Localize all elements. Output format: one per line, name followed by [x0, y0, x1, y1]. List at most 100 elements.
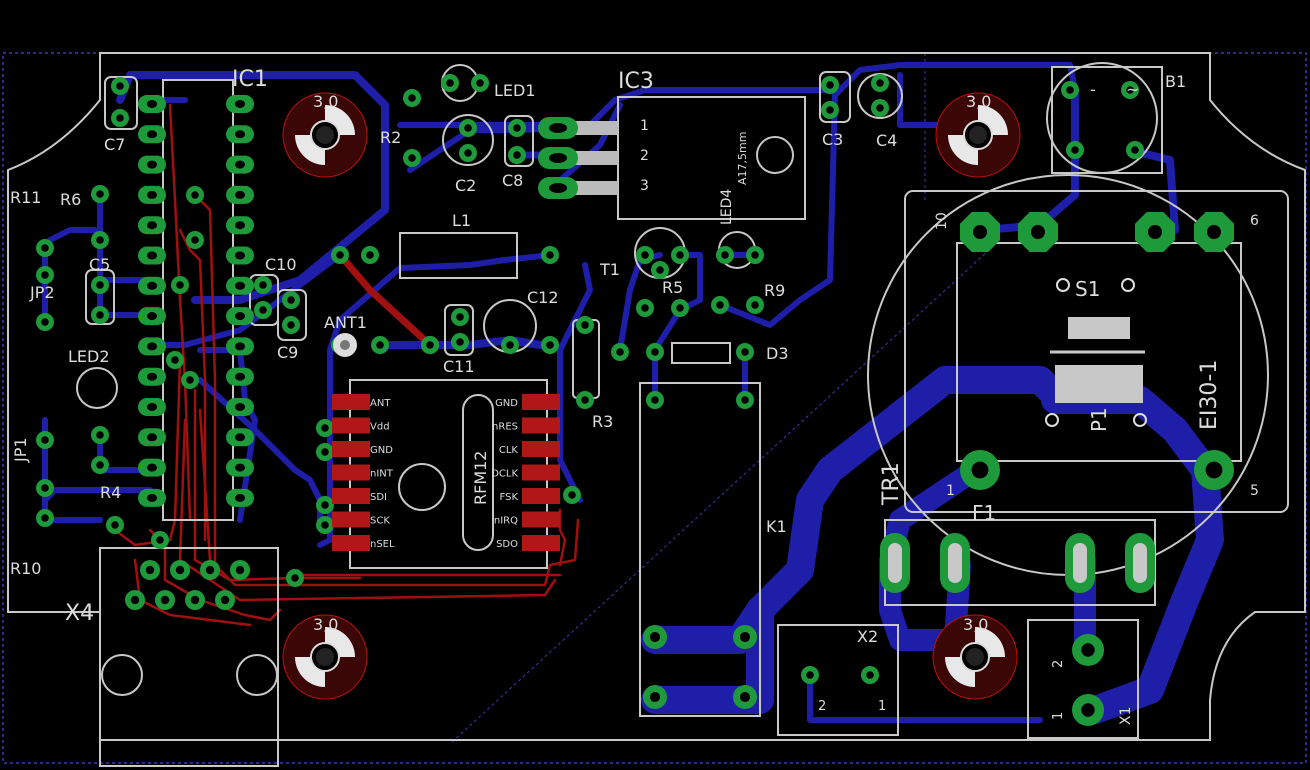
ic1-pad [138, 276, 166, 295]
ic3-pin-3: 3 [640, 178, 649, 194]
pad-2 [91, 185, 109, 203]
label-c11: C11 [443, 357, 475, 376]
pad-31 [451, 333, 469, 351]
x4-pad-1 [170, 560, 190, 580]
rfm12-pin-left: nSEL [370, 539, 395, 550]
pad-27 [254, 301, 272, 319]
pad-16 [441, 74, 459, 92]
label-r2: R2 [380, 128, 401, 147]
pad-38 [576, 316, 594, 334]
pad-62 [1126, 141, 1144, 159]
x1-pin-2: 2 [1051, 660, 1066, 668]
label-c4: C4 [876, 131, 897, 150]
mounting-hole-tr [935, 92, 1021, 178]
label-c10: C10 [265, 255, 297, 274]
rfm12-pin-right: GND [495, 398, 518, 409]
pad-28 [282, 291, 300, 309]
rfm12-pad-left [332, 394, 370, 410]
pad-46 [746, 296, 764, 314]
ic1-outline [162, 79, 234, 521]
x4-pad-0 [140, 560, 160, 580]
ic1-pad [138, 428, 166, 447]
tr1-pin-5: 5 [1250, 483, 1259, 499]
ic1-pad [226, 125, 254, 144]
pad-49 [611, 343, 629, 361]
pad-61 [1066, 141, 1084, 159]
k1-pad-2 [643, 685, 667, 709]
x1-pin-1: 1 [1051, 712, 1066, 720]
rfm12-pad-left [332, 464, 370, 481]
label-r4: R4 [100, 483, 121, 502]
pad-9 [91, 426, 109, 444]
pad-65 [316, 443, 334, 461]
ic1-pad [138, 367, 166, 386]
x2-outline [777, 624, 899, 736]
rfm12-pad-left [332, 441, 370, 457]
label-c9: C9 [277, 343, 298, 362]
f1-pad-3 [1125, 533, 1155, 593]
silkscreen-outlines [76, 62, 1289, 767]
c7-outline [104, 76, 138, 130]
silkscreen-labels: IC1 IC3 LED1 LED2 LED4 A17,5mm R2 R3 R4 … [10, 67, 1259, 725]
label-c12: C12 [527, 288, 559, 307]
pad-34 [541, 246, 559, 264]
pad-59 [1061, 81, 1079, 99]
label-r6: R6 [60, 190, 81, 209]
label-k1: K1 [766, 517, 787, 536]
x2-pin-2: 2 [818, 699, 826, 714]
pad-1 [111, 109, 129, 127]
pad-71 [171, 276, 189, 294]
pad-72 [166, 351, 184, 369]
k1-outline [639, 382, 761, 717]
pad-44 [671, 299, 689, 317]
label-tr1: TR1 [879, 462, 904, 506]
x1-outline [1027, 619, 1139, 739]
label-b1: B1 [1165, 72, 1186, 91]
pad-23 [821, 101, 839, 119]
pad-50 [646, 343, 664, 361]
pad-25 [871, 99, 889, 117]
ic1-pad [226, 337, 254, 356]
ic1-pad [226, 276, 254, 295]
x1-pad-0 [1072, 634, 1104, 666]
rfm12-pad-right [522, 488, 560, 504]
ic1-pad [226, 155, 254, 174]
pad-33 [541, 336, 559, 354]
pad-5 [36, 266, 54, 284]
pad-41 [651, 261, 669, 279]
k1-pad-1 [733, 625, 757, 649]
pad-18 [459, 119, 477, 137]
ic1-pad [138, 155, 166, 174]
ic1-pad [226, 216, 254, 235]
pad-4 [36, 239, 54, 257]
rfm12-pin-right: CLK [499, 445, 519, 456]
pad-6 [36, 313, 54, 331]
tr1-bottom-pad-0 [960, 450, 1000, 490]
x4-pad-7 [215, 590, 235, 610]
label-jp1: JP1 [11, 437, 30, 463]
pad-57 [801, 666, 819, 684]
label-r5: R5 [662, 278, 683, 297]
pad-29 [282, 316, 300, 334]
pad-68 [286, 569, 304, 587]
label-r11: R11 [10, 188, 41, 207]
ic1-pad [226, 95, 254, 113]
pad-32 [501, 336, 519, 354]
ic1-pad [138, 337, 166, 356]
pad-64 [316, 419, 334, 437]
hole-dia-bl: 3,0 [313, 615, 338, 634]
x4-outline [99, 547, 279, 767]
ic1-pad [226, 307, 254, 326]
label-s1: S1 [1075, 277, 1100, 301]
ic1-pad [138, 95, 166, 113]
rfm12-pin-right: FSK [500, 492, 519, 503]
f1-pad-0 [880, 533, 910, 593]
label-r3: R3 [592, 412, 613, 431]
tr1-top-pad-0 [960, 212, 1000, 252]
label-l1: L1 [452, 211, 471, 230]
ic1-pad [226, 488, 254, 507]
rfm12-pad-left [332, 535, 370, 551]
pad-22 [821, 76, 839, 94]
hole-dia-tl: 3,0 [313, 92, 338, 111]
